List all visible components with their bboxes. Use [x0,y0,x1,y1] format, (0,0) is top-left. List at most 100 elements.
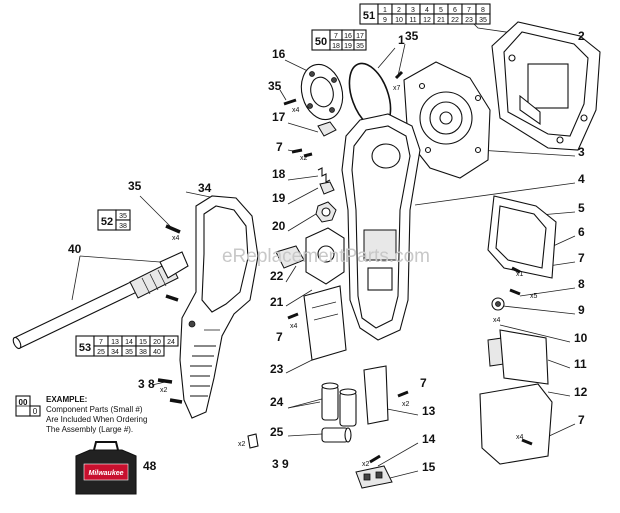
example-small-number: 0 [33,407,38,416]
screw-7-near-13 [397,390,409,398]
qty-label-q35b: x4 [292,107,300,114]
qty-label-q14: x2 [362,461,370,468]
assembly-cell-box [353,39,367,51]
assembly-cell: 7 [99,339,103,346]
part-label-9: 9 [578,303,585,317]
assembly-cell: 3 [411,7,415,14]
part-label-12: 12 [574,385,588,399]
assembly-cell: 35 [119,213,127,220]
qty-label-q7c: x2 [402,401,410,408]
part-label-35a: 35 [128,179,142,193]
qty-label-q7a: x1 [516,271,524,278]
motor-bracket-part-21 [305,227,345,285]
part-label-19: 19 [272,191,286,205]
switch-part-17 [317,121,337,137]
example-big-number: 00 [19,398,28,407]
assembly-number: 53 [79,342,91,354]
case-brand-text: Milwaukee [88,470,123,477]
part-label-17: 17 [272,110,286,124]
washer-part-8 [509,288,521,296]
example-line-2: Are Included When Ordering [46,415,147,424]
example-line-3: The Assembly (Large #). [46,425,133,434]
part-label-7c: 7 [420,376,427,390]
assembly-cell: 19 [344,43,352,50]
part-label-13: 13 [422,404,436,418]
part-label-14: 14 [422,432,436,446]
assembly-cell: 9 [383,17,387,24]
part-label-3: 3 [578,145,585,159]
part-label-39: 3 9 [272,457,289,471]
qty-label-q38: x2 [160,387,168,394]
screw-35-left [165,224,181,234]
part-label-11: 11 [574,357,587,371]
example-line-1: Component Parts (Small #) [46,405,143,414]
assembly-cell: 12 [423,17,431,24]
assembly-cell: 11 [409,17,416,24]
assembly-cell: 7 [334,33,338,40]
part-label-2: 2 [578,29,585,43]
part-label-4: 4 [578,172,585,186]
assembly-cell: 5 [439,7,443,14]
assembly-cell-box [475,13,491,25]
assembly-cell: 21 [437,17,445,24]
watermark-text: eReplacementParts.com [222,246,430,267]
assembly-cell: 23 [465,17,473,24]
assembly-cell: 13 [111,339,119,346]
example-title: EXAMPLE: [46,395,87,404]
qty-label-q8: x5 [530,293,538,300]
part-label-7e: 7 [276,330,283,344]
assembly-cell: 22 [451,17,459,24]
qty-label-q7e: x4 [290,323,298,330]
qty-label-q9: x4 [493,317,501,324]
assembly-cell-box [115,219,131,231]
batteries-part-24 [321,382,357,427]
assembly-cell: 8 [481,7,485,14]
handle-body-part-34 [179,195,259,419]
part-label-35c: 35 [405,29,419,43]
spring-part-18 [317,167,331,183]
screw-small-left [165,294,179,302]
screw-7-right [511,266,521,274]
part-label-1: 1 [398,33,405,47]
qty-label-q39: x2 [238,441,246,448]
assembly-cell: 40 [153,349,161,356]
assembly-cell: 14 [125,339,133,346]
assembly-cell: 24 [167,339,175,346]
assembly-cell: 20 [153,339,161,346]
probe-part-40 [12,251,189,350]
housing-part-2 [491,21,601,151]
part-label-5: 5 [578,201,585,215]
assembly-cell: 16 [344,33,352,40]
part-label-23: 23 [270,362,284,376]
qty-label-q7d: x2 [300,155,308,162]
part-label-7d: 7 [276,140,283,154]
screw-7-on-12 [521,438,533,446]
part-label-16: 16 [272,47,286,61]
part-label-6: 6 [578,225,585,239]
assembly-number: 52 [101,216,113,228]
part-label-18: 18 [272,167,286,181]
screw-7-near-23 [287,312,299,320]
part-label-7b: 7 [578,413,585,427]
part-label-15: 15 [422,460,436,474]
part-label-8: 8 [578,277,585,291]
back-plate-part-12 [479,383,553,465]
assembly-cell: 25 [97,349,105,356]
clip-part-39 [247,433,259,449]
qty-label-q35a: x4 [172,235,180,242]
part-label-38: 3 8 [138,377,155,391]
screw-35-top [394,70,404,80]
switch-part-15 [355,465,393,489]
assembly-cell: 38 [139,349,147,356]
assembly-cell: 35 [356,43,364,50]
assembly-cell: 2 [397,7,401,14]
block-part-22 [275,245,305,269]
circuit-board-part-23 [303,285,347,361]
